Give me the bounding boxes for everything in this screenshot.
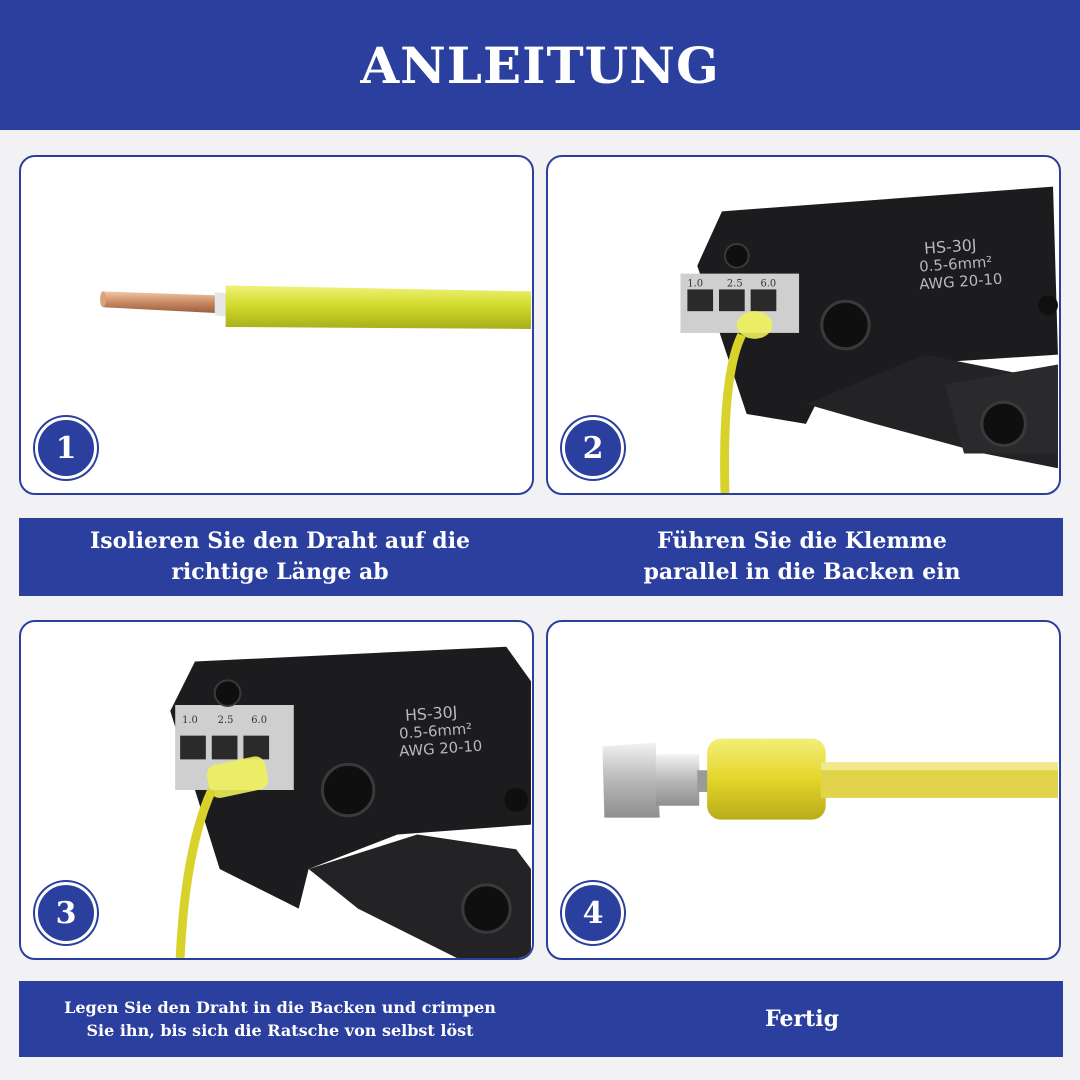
crimping-tool-illustration: 1.0 2.5 6.0 HS-30J 0.5-6mm² AWG 20-10 xyxy=(680,186,1058,493)
caption-band-bottom: Legen Sie den Draht in die Backen und cr… xyxy=(19,981,1063,1057)
step-2-badge: 2 xyxy=(562,417,624,479)
step-4-badge: 4 xyxy=(562,882,624,944)
tool-range-step3: 0.5-6mm² xyxy=(399,721,473,743)
tool-range: 0.5-6mm² xyxy=(919,254,993,276)
step-1-badge: 1 xyxy=(35,417,97,479)
tool-model: HS-30J xyxy=(924,235,978,258)
step-3-image: 1.0 2.5 6.0 HS-30J 0.5-6mm² AWG 20-10 3 xyxy=(19,620,534,960)
die-size-1-step3: 1.0 xyxy=(182,715,198,726)
caption-band-top: Isolieren Sie den Draht auf die richtige… xyxy=(19,518,1063,596)
page-header: ANLEITUNG xyxy=(0,0,1080,130)
step-2-caption: Führen Sie die Klemme parallel in die Ba… xyxy=(643,528,961,585)
step-4-image: 4 xyxy=(546,620,1061,960)
step-3-caption: Legen Sie den Draht in die Backen und cr… xyxy=(64,998,496,1040)
step-1-caption: Isolieren Sie den Draht auf die richtige… xyxy=(89,528,471,585)
step-1-image: 1 xyxy=(19,155,534,495)
step-3-badge: 3 xyxy=(35,882,97,944)
step-2-image: 1.0 2.5 6.0 HS-30J 0.5-6mm² AWG 20-10 2 xyxy=(546,155,1061,495)
crimping-wire-illustration: 1.0 2.5 6.0 HS-30J 0.5-6mm² AWG 20-10 xyxy=(170,646,531,958)
die-size-3: 6.0 xyxy=(761,278,777,289)
tool-model-step3: HS-30J xyxy=(404,702,458,725)
tool-awg-step3: AWG 20-10 xyxy=(399,738,483,761)
die-size-2: 2.5 xyxy=(727,278,743,289)
finished-terminal-illustration xyxy=(602,738,1058,820)
die-size-3-step3: 6.0 xyxy=(251,715,267,726)
tool-awg: AWG 20-10 xyxy=(919,271,1003,294)
stripped-wire-illustration xyxy=(100,285,531,329)
step-4-caption: Fertig xyxy=(765,1005,839,1032)
page-title: ANLEITUNG xyxy=(360,35,720,95)
die-size-1: 1.0 xyxy=(687,278,703,289)
die-size-2-step3: 2.5 xyxy=(218,715,234,726)
